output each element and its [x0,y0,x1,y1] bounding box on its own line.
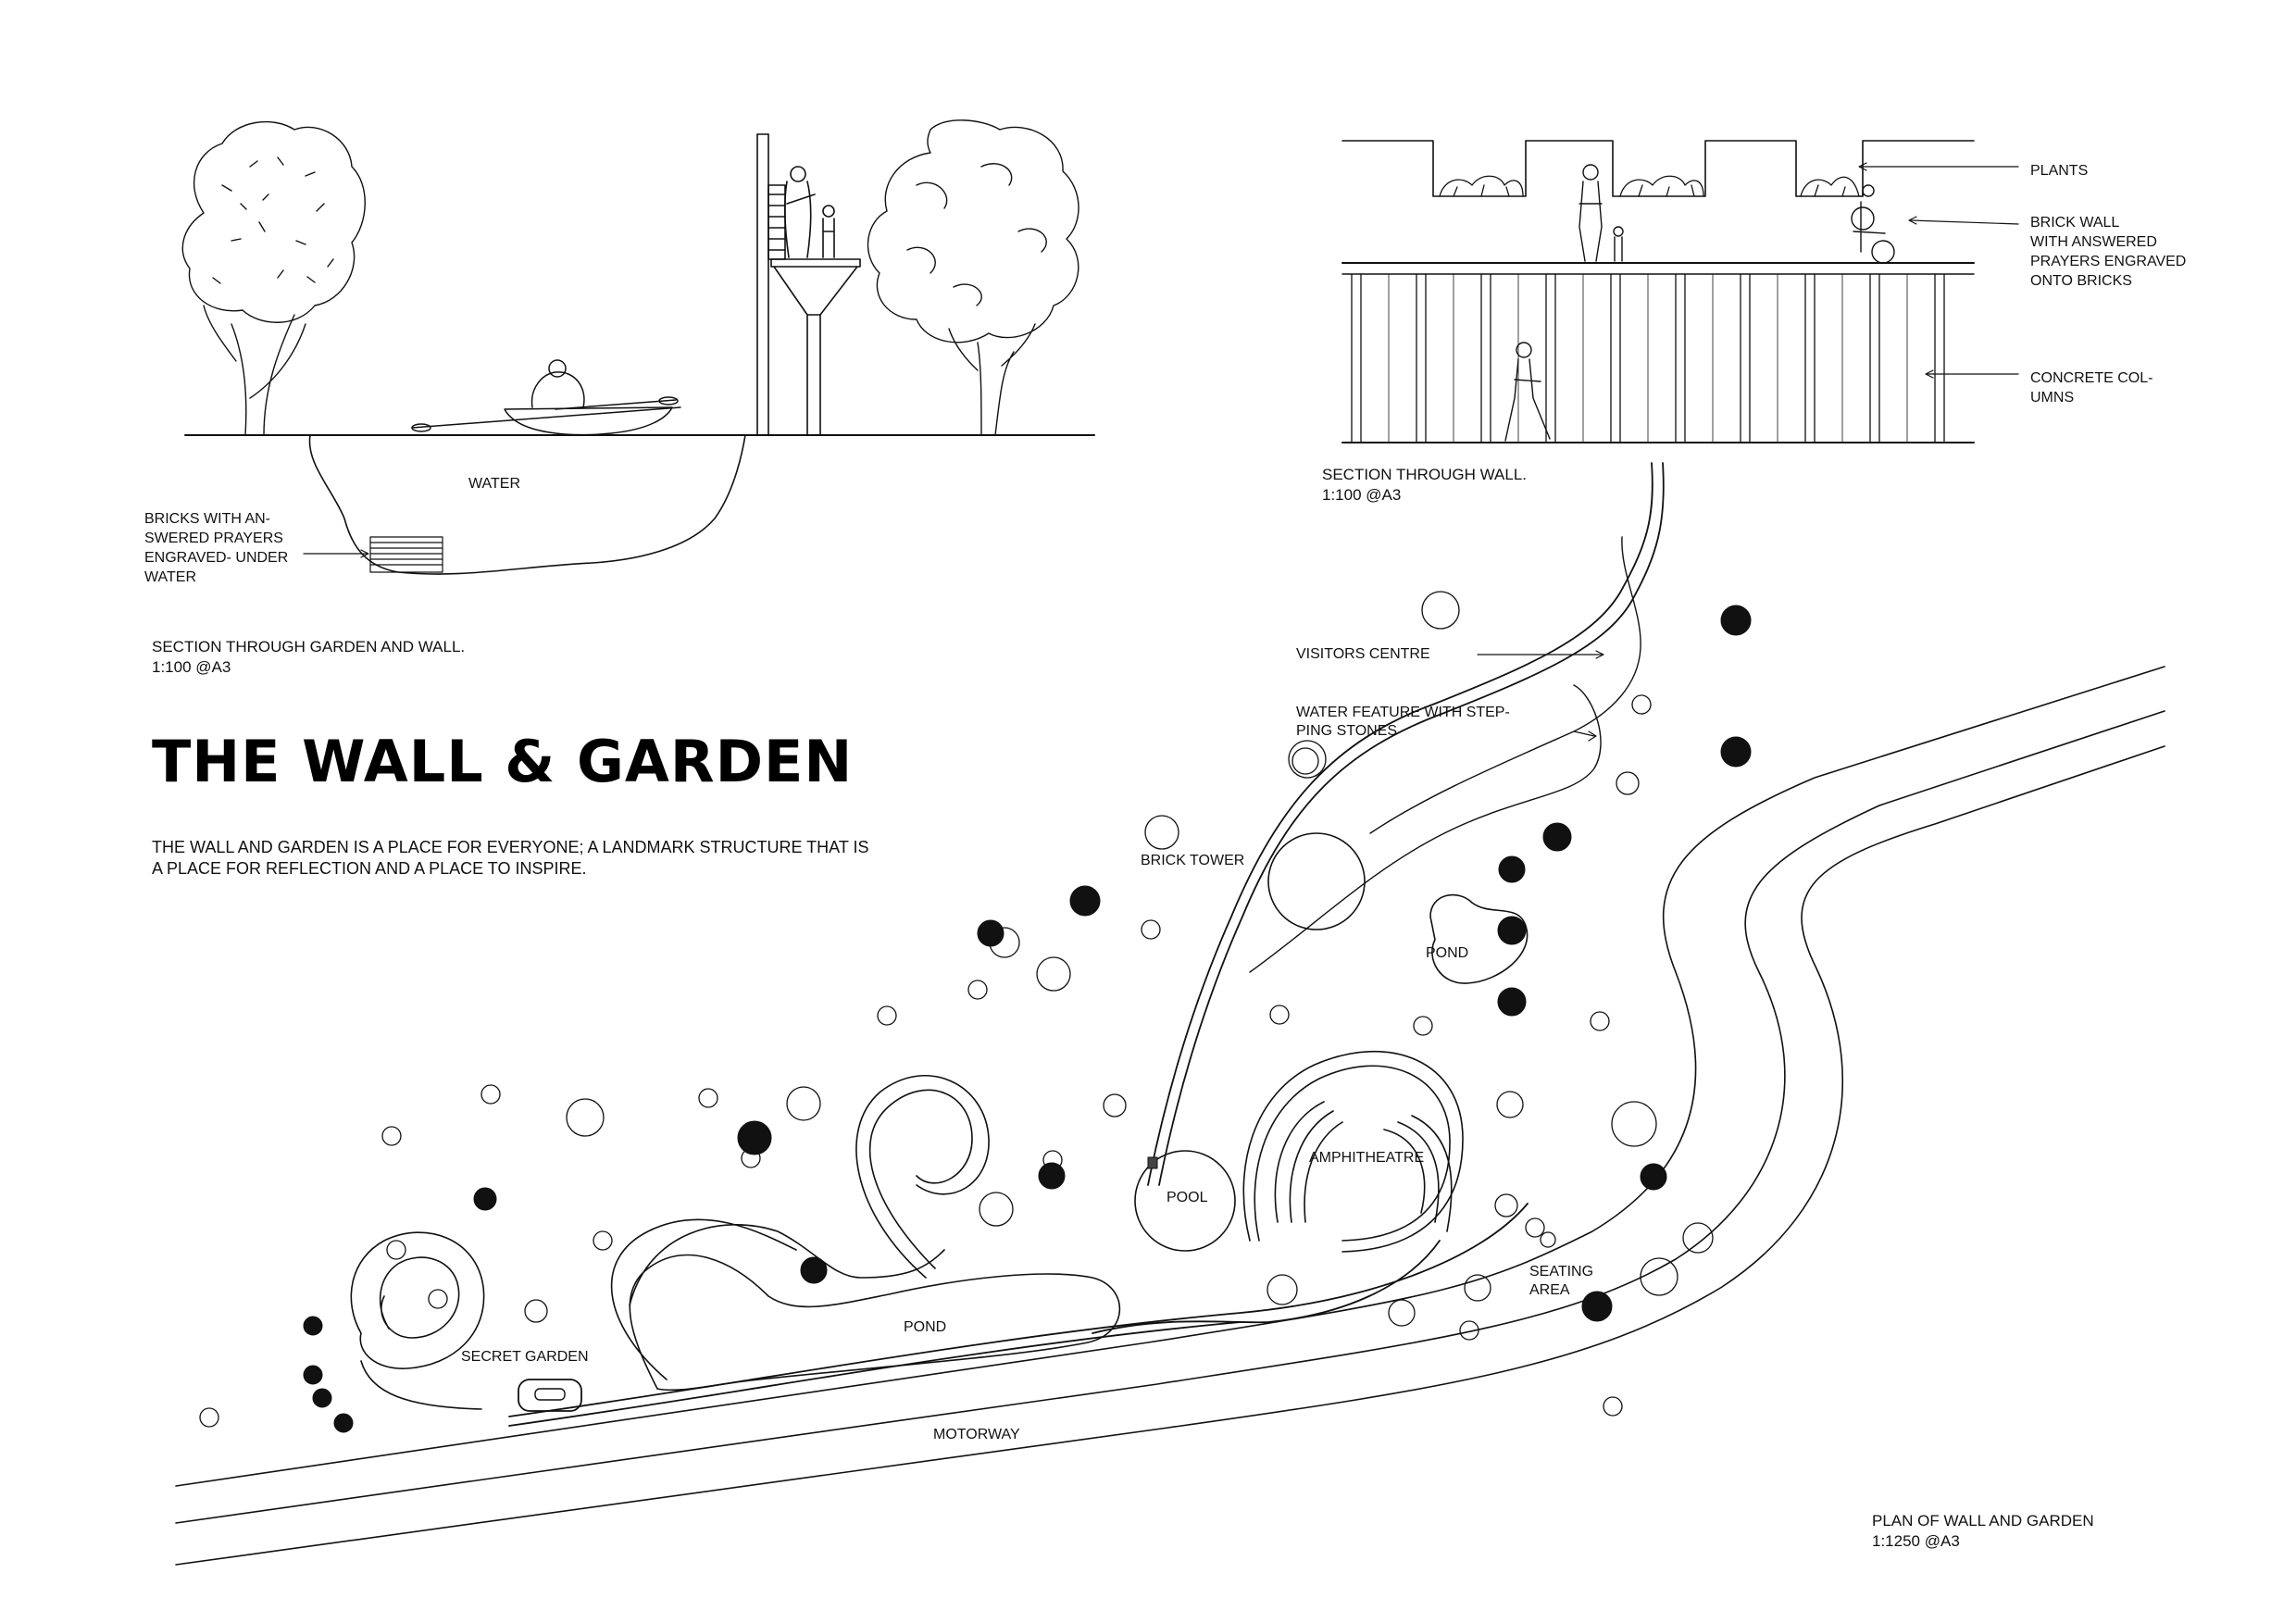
plan-scale: 1:1250 @A3 [1872,1532,1960,1550]
label-motorway: MOTORWAY [933,1427,1020,1442]
bricks-note: BRICKS WITH AN- SWERED PRAYERS ENGRAVED-… [144,511,289,585]
label-brick-tower: BRICK TOWER [1141,853,1245,868]
garden-spiral-path [855,1075,990,1279]
plan-dark-shrubs [303,605,1752,1433]
page-title: THE WALL & GARDEN [152,728,854,795]
wall-section-caption: SECTION THROUGH WALL. [1322,466,1528,483]
plan-drawing [175,462,2165,1566]
underwater-bricks [369,536,443,573]
upper-pond-outline [1429,893,1529,984]
wall-callout-leaders [1858,162,2019,379]
plan-trees [199,591,1714,1428]
plan-callout-leaders [1477,650,1604,742]
section-garden-drawing [181,119,1095,575]
garden-section-caption: SECTION THROUGH GARDEN AND WALL. [152,638,466,655]
wall-section-scale: 1:100 @A3 [1322,486,1402,504]
pool-marker [1147,1156,1158,1169]
pond-loop-path [629,1224,945,1306]
garden-section-scale: 1:100 @A3 [152,658,231,676]
label-amphitheatre: AMPHITHEATRE [1309,1150,1425,1166]
wall-top-profile [1341,140,1975,197]
callout-brick-wall: BRICK WALL WITH ANSWERED PRAYERS ENGRAVE… [2030,215,2187,289]
tree-right [867,119,1079,436]
bricks-arrow [360,549,369,558]
label-visitors-centre: VISITORS CENTRE [1296,646,1430,662]
lower-pond-outline [610,1218,1121,1392]
label-seating-area: SEATING AREA [1529,1264,1594,1298]
label-secret-garden: SECRET GARDEN [461,1349,589,1365]
section-wall-drawing [1341,140,2019,443]
rowing-boat [411,359,681,436]
callout-columns: CONCRETE COL- UMNS [2030,370,2153,406]
plan-caption: PLAN OF WALL AND GARDEN [1872,1512,2094,1529]
secret-garden-node [518,1379,582,1412]
main-wall-path [508,462,1665,1427]
tree-left [181,120,366,436]
secret-garden-spiral [350,1231,485,1410]
callout-plants: PLANTS [2030,163,2089,179]
motorway-lines [175,666,2165,1566]
water-label: WATER [468,476,520,492]
brick-tower-outline [1267,832,1366,930]
label-pool: POOL [1167,1190,1208,1205]
label-pond-upper: POND [1426,945,1469,961]
viewing-tower [756,133,861,436]
concrete-columns [1351,273,1945,443]
pool-outline [1134,1150,1236,1252]
water-body-outline [308,434,746,575]
people-on-deck [1578,164,1895,264]
water-feature-outline [1249,684,1602,973]
label-pond-lower: POND [904,1319,947,1335]
page-description: THE WALL AND GARDEN IS A PLACE FOR EVERY… [152,838,869,878]
amphitheatre-outline [1242,1050,1464,1253]
planter-plants [1439,175,1860,197]
visitors-centre-wave [1369,536,1641,834]
walker-below-deck [1504,342,1551,442]
label-water-feature: WATER FEATURE WITH STEP- PING STONES [1296,705,1510,739]
